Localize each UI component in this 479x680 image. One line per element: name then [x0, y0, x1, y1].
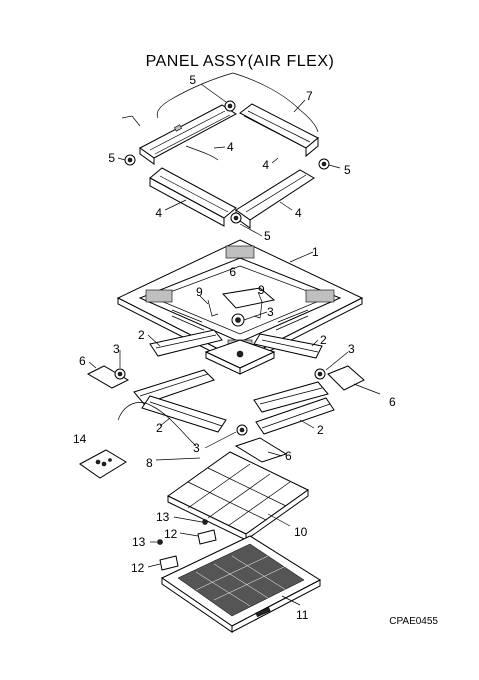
filter-sheet-left [86, 365, 130, 389]
callout-14: 14 [73, 432, 87, 446]
stepping-motor-top [224, 100, 236, 112]
wire-harness [117, 402, 197, 447]
callout-10: 10 [294, 525, 308, 539]
callout-3: 3 [348, 342, 355, 356]
callout-3: 3 [113, 342, 120, 356]
stepping-motor-right [318, 158, 330, 170]
lower-motor [236, 424, 248, 436]
callout-6: 6 [285, 449, 292, 463]
louver-lower-right [235, 169, 315, 229]
callout-labels: 5 7 5 4 4 5 4 4 5 1 6 9 9 3 2 2 3 3 6 6 … [73, 73, 396, 622]
filter-sheet-upper [221, 287, 276, 309]
remote-kit [79, 449, 127, 479]
callout-5: 5 [189, 73, 196, 87]
clip-left [207, 299, 219, 317]
callout-5: 5 [264, 229, 271, 243]
callout-2: 2 [320, 333, 327, 347]
stepping-motor-bottom [230, 212, 242, 224]
callout-12: 12 [131, 561, 145, 575]
clip-right [253, 301, 263, 319]
side-louver-top-right [253, 333, 323, 359]
callout-2: 2 [156, 421, 163, 435]
screw-upper [202, 519, 208, 525]
filter-sheet-bottom [234, 437, 288, 463]
callout-4: 4 [227, 140, 234, 154]
callout-5: 5 [344, 163, 351, 177]
callout-4: 4 [295, 206, 302, 220]
callout-9: 9 [196, 285, 203, 299]
callout-6: 6 [79, 354, 86, 368]
callout-12: 12 [164, 527, 178, 541]
lower-louver-right [255, 397, 335, 435]
louver-upper-right [239, 103, 319, 158]
callout-2: 2 [317, 423, 324, 437]
callout-4: 4 [155, 206, 162, 220]
center-grille-block [204, 339, 276, 375]
callout-13: 13 [132, 535, 146, 549]
bracket-lower [159, 555, 179, 571]
callout-9: 9 [258, 283, 265, 297]
diagram-title: PANEL ASSY(AIR FLEX) [146, 53, 335, 70]
center-motor [231, 313, 245, 327]
callout-7: 7 [306, 89, 313, 103]
side-louver-bottom-left [133, 369, 215, 405]
drawing-code: CPAE0455 [389, 616, 438, 627]
callout-13: 13 [156, 510, 170, 524]
callout-2: 2 [138, 328, 145, 342]
stepping-motor-left [124, 154, 136, 166]
callout-1: 1 [312, 245, 319, 259]
callout-6: 6 [229, 265, 236, 279]
leader-lines [88, 83, 381, 606]
front-grille [161, 535, 322, 633]
louver-assembly-group [121, 72, 330, 229]
callout-3: 3 [267, 305, 274, 319]
bracket-upper [197, 529, 217, 545]
callout-11: 11 [296, 608, 309, 622]
lower-louver-left [141, 395, 227, 433]
side-louver-top-left [149, 329, 223, 357]
air-filter [167, 451, 309, 541]
callout-4: 4 [262, 158, 269, 172]
side-motor-right [314, 368, 326, 380]
side-motor-left [114, 368, 126, 380]
screw-lower [157, 539, 163, 545]
callout-5: 5 [108, 151, 115, 165]
filter-sheet-right [327, 365, 365, 391]
louver-upper-left [139, 104, 237, 165]
side-louver-bottom-right [253, 381, 329, 413]
callout-3: 3 [193, 441, 200, 455]
callout-8: 8 [146, 456, 153, 470]
callout-6: 6 [389, 395, 396, 409]
louver-lower-left [149, 167, 237, 227]
